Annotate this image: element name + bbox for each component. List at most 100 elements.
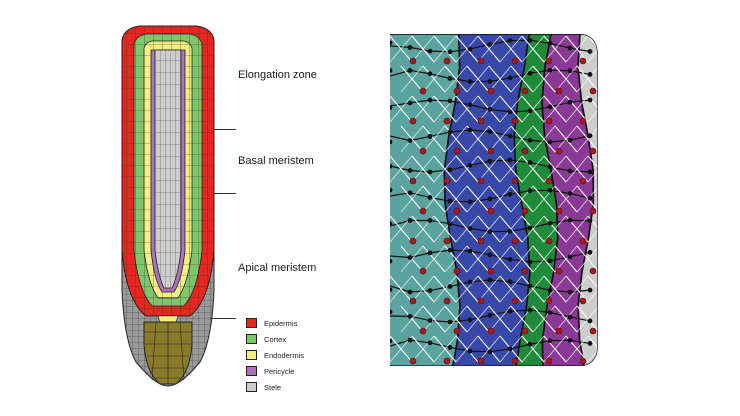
mesh-triangle-edge (433, 155, 457, 183)
mesh-cell-center-node (419, 147, 427, 155)
legend-label: Cortex (264, 334, 287, 344)
mesh-vertex-node (587, 341, 593, 346)
mesh-cell-center-node (511, 237, 519, 245)
mesh-triangle-edge (576, 245, 598, 273)
mesh-cell-center-node (477, 297, 485, 305)
mesh-triangle-edge (400, 365, 424, 366)
legend-item-endodermis: Endodermis (246, 347, 356, 363)
mesh-vertex-node (447, 284, 453, 289)
mesh-vertex-node (390, 40, 393, 46)
mesh-vertex-node (567, 217, 573, 223)
mesh-triangle-edge (599, 186, 600, 212)
mesh-triangle-edge (565, 35, 589, 63)
mesh-vertex-node (427, 340, 433, 346)
mesh-triangle-edge (455, 275, 479, 303)
mesh-cell-center-node (545, 177, 553, 185)
mesh-vertex-node (507, 346, 513, 352)
mesh-cell-center-node (545, 57, 553, 65)
mesh-triangle-edge (587, 275, 598, 303)
mesh-vertex-node (467, 348, 473, 354)
tissue-mesh-panel (390, 34, 600, 366)
mesh-cell-center-node (521, 267, 529, 275)
mesh-cell-center-node (453, 327, 461, 335)
mesh-triangle-edge (477, 275, 501, 303)
mesh-triangle-edge (599, 126, 600, 152)
mesh-cell-center-node (453, 267, 461, 275)
mesh-vertex-node (507, 133, 513, 139)
mesh-triangle-edge (411, 335, 435, 363)
legend-swatch (246, 366, 257, 376)
mesh-triangle-edge (521, 35, 545, 63)
mesh-triangle-edge (477, 155, 501, 183)
mesh-vertex-node (587, 318, 593, 324)
mesh-triangle-edge (499, 155, 523, 183)
mesh-vertex-node (527, 283, 533, 289)
mesh-triangle-edge (488, 65, 512, 93)
mesh-triangle-edge (587, 335, 598, 363)
mesh-triangle-edge (543, 335, 567, 363)
mesh-triangle-edge (455, 35, 479, 63)
mesh-triangle-edge (532, 245, 556, 273)
quiescent-center (157, 315, 179, 323)
mesh-triangle-edge (554, 305, 578, 333)
mesh-vertex-node (507, 191, 513, 197)
mesh-triangle-edge (532, 365, 556, 366)
mesh-triangle-edge (466, 65, 490, 93)
mesh-vertex-node (467, 248, 473, 254)
mesh-triangle-edge (576, 125, 598, 153)
mesh-triangle-edge (521, 335, 545, 363)
mesh-triangle-edge (477, 35, 501, 63)
mesh-vertex-node (427, 218, 433, 223)
mesh-vertex-node (547, 338, 553, 344)
legend-label: Stele (264, 382, 282, 392)
legend-item-stele: Stele (246, 379, 356, 395)
mesh-vertex-node (527, 108, 533, 114)
mesh-cell-center-node (409, 177, 417, 185)
mesh-triangle-edge (477, 335, 501, 363)
mesh-cell-center-node (443, 297, 451, 305)
mesh-vertex-node (390, 309, 393, 315)
mesh-triangle-edge (554, 65, 578, 93)
mesh-triangle-edge (576, 65, 598, 93)
mesh-vertex-node (467, 127, 473, 133)
mesh-triangle-edge (455, 215, 479, 243)
mesh-vertex-node (407, 313, 413, 319)
mesh-vertex-node (507, 229, 513, 234)
zone-label-basal: Basal meristem (238, 155, 314, 167)
mesh-triangle-edge (554, 365, 578, 366)
mesh-triangle-edge (466, 365, 490, 366)
mesh-vertex-node (390, 258, 393, 264)
mesh-triangle-edge (466, 245, 490, 273)
mesh-triangle-edge (400, 65, 424, 93)
mesh-vertex-node (587, 195, 593, 201)
legend-label: Endodermis (264, 350, 305, 360)
mesh-vertex-node (547, 104, 553, 110)
mesh-vertex-node (467, 102, 473, 108)
mesh-vertex-node (427, 48, 433, 54)
mesh-triangle-edge (543, 275, 567, 303)
mesh-cell-center-node (409, 357, 417, 365)
mesh-cell-center-node (443, 57, 451, 65)
mesh-vertex-node (390, 68, 393, 73)
mesh-vertex-node (407, 168, 413, 173)
mesh-vertex-node (407, 100, 413, 106)
mesh-triangle-edge (488, 245, 512, 273)
mesh-vertex-node (487, 41, 493, 47)
mesh-vertex-node (507, 157, 513, 163)
mesh-cell-center-node (579, 237, 587, 245)
stele-cells (155, 50, 181, 288)
mesh-triangle-edge (390, 155, 413, 183)
mesh-cell-center-node (487, 207, 495, 215)
mesh-vertex-node (487, 106, 493, 112)
mesh-vertex-node (390, 187, 393, 193)
mesh-vertex-node (447, 198, 453, 204)
mesh-vertex-node (407, 218, 413, 223)
legend-swatch (246, 318, 257, 328)
legend-item-cortex: Cortex (246, 331, 356, 347)
mesh-vertex-node (527, 341, 533, 347)
mesh-cell-center-node (453, 207, 461, 215)
mesh-vertex-node (447, 129, 453, 135)
mesh-vertex-node (390, 163, 393, 169)
mesh-triangle-edge (587, 215, 598, 243)
mesh-triangle-edge (488, 365, 512, 366)
